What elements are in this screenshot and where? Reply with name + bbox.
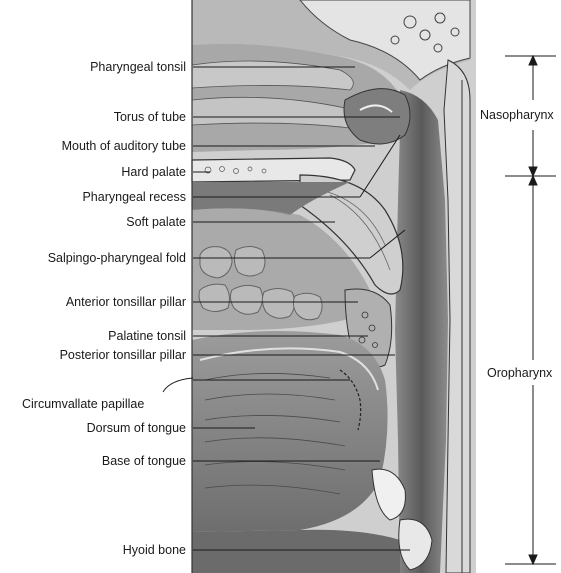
label-pharyngeal-recess: Pharyngeal recess bbox=[82, 190, 186, 204]
label-anterior-tonsillar-pillar: Anterior tonsillar pillar bbox=[66, 295, 186, 309]
label-pharyngeal-tonsil: Pharyngeal tonsil bbox=[90, 60, 186, 74]
region-label-nasopharynx: Nasopharynx bbox=[480, 108, 561, 122]
label-salpingo-pharyngeal-fold: Salpingo-pharyngeal fold bbox=[48, 251, 186, 265]
label-soft-palate: Soft palate bbox=[126, 215, 186, 229]
label-hyoid-bone: Hyoid bone bbox=[123, 543, 186, 557]
label-dorsum-of-tongue: Dorsum of tongue bbox=[87, 421, 186, 435]
label-hard-palate: Hard palate bbox=[121, 165, 186, 179]
region-label-oropharynx: Oropharynx bbox=[487, 366, 561, 380]
region-brackets bbox=[505, 56, 556, 564]
label-palatine-tonsil: Palatine tonsil bbox=[108, 329, 186, 343]
hyoid-region bbox=[192, 530, 400, 573]
label-torus-of-tube: Torus of tube bbox=[114, 110, 186, 124]
label-circumvallate-papillae: Circumvallate papillae bbox=[22, 397, 144, 411]
label-posterior-tonsillar-pillar: Posterior tonsillar pillar bbox=[60, 348, 186, 362]
label-base-of-tongue: Base of tongue bbox=[102, 454, 186, 468]
label-mouth-of-auditory-tube: Mouth of auditory tube bbox=[62, 139, 186, 153]
